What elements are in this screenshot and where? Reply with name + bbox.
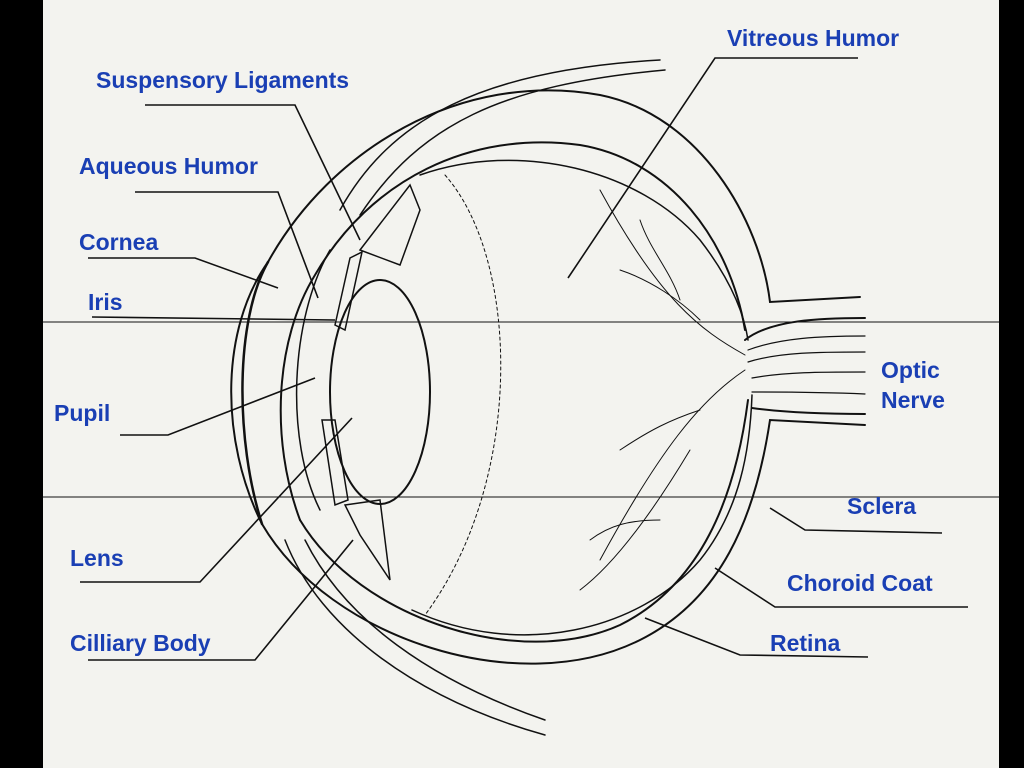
muscle-bottom-2 [304,539,546,721]
label-sclera: Sclera [847,493,917,519]
label-ciliary-body: Cilliary Body [70,630,211,656]
muscle-top-2 [359,69,666,216]
sclera-outline [230,89,861,525]
label-pupil: Pupil [54,400,111,426]
leader-retina [644,617,869,658]
iris-top [334,250,364,332]
label-optic-nerve-line1: Optic [881,357,940,383]
muscle-bottom [284,539,546,736]
leader-suspensory-ligaments [145,104,361,241]
label-aqueous-humor: Aqueous Humor [79,153,258,179]
leader-ciliary-body [88,539,354,661]
choroid-outline [279,141,746,521]
leader-pupil [120,377,316,436]
retina-outline-top [419,159,749,341]
leader-sclera [769,507,943,534]
label-lens: Lens [70,545,124,571]
leader-choroid-coat [714,567,968,608]
label-choroid-coat: Choroid Coat [787,570,933,596]
leader-lines [80,57,968,661]
diagram-paper [43,0,999,768]
muscle-top [339,59,661,211]
retinal-vessels [579,189,746,591]
label-vitreous-humor: Vitreous Humor [727,25,900,51]
leader-vitreous-humor [567,57,858,279]
ciliary-body-top [358,183,421,266]
leader-iris [91,316,336,321]
label-retina: Retina [770,630,841,656]
label-optic-nerve-line2: Nerve [881,387,945,413]
optic-nerve-bottom [751,407,866,415]
hyaloid-canal [424,174,502,616]
leader-cornea [88,257,279,289]
label-optic-nerve: Optic Nerve [881,357,945,413]
leader-aqueous-humor [135,191,319,299]
cornea-outline [241,260,270,526]
leader-lens [80,417,353,583]
label-iris: Iris [88,289,123,315]
label-cornea: Cornea [79,229,159,255]
optic-nerve-mid4 [751,391,866,395]
choroid-outline-bottom [299,399,749,643]
optic-nerve-mid3 [751,371,866,379]
retina-outline [411,394,753,636]
ciliary-body-bottom [343,499,391,581]
iris-bottom [321,419,349,507]
label-suspensory-ligaments: Suspensory Ligaments [96,67,350,93]
optic-nerve-mid1 [747,335,866,351]
optic-nerve-mid2 [747,351,866,363]
sclera-outline-bottom [261,418,866,665]
lens-shape [329,279,431,505]
cornea-inner [295,249,331,511]
